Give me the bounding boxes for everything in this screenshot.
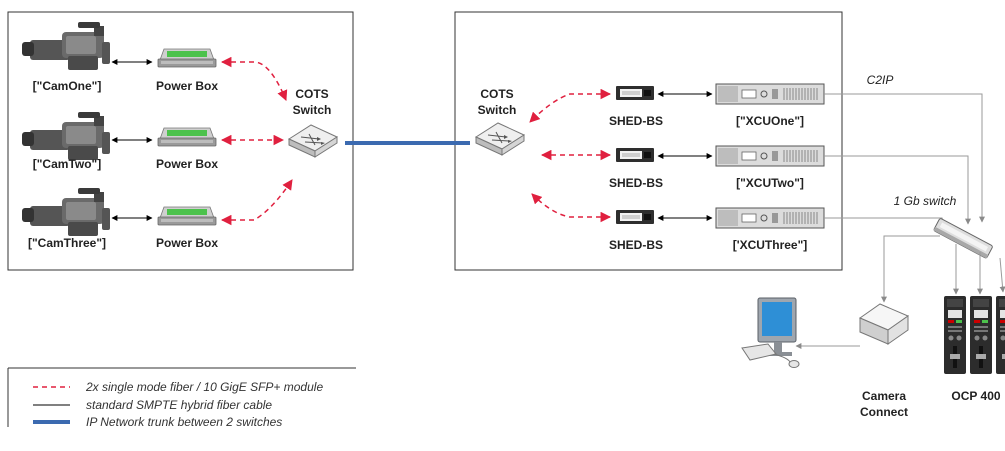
xcu-two-icon — [715, 145, 825, 167]
legend: 2x single mode fiber / 10 GigE SFP+ modu… — [7, 367, 356, 429]
power-box-three-icon — [157, 206, 217, 226]
ocp-panel-one-icon — [944, 296, 966, 374]
camera-connect-line — [881, 235, 940, 303]
xcu-three-icon — [715, 207, 825, 229]
cots-right-label-1: COTS — [480, 87, 513, 101]
gb-switch-icon — [933, 218, 993, 259]
camera-three-label: ["CamThree"] — [28, 236, 106, 250]
ocp-panel-three-icon — [996, 296, 1005, 374]
power-box-two-label: Power Box — [156, 157, 218, 171]
power-box-three-label: Power Box — [156, 236, 218, 250]
camera-connect-icon — [858, 303, 910, 345]
fiber-link-left-one — [220, 56, 288, 101]
shed-bs-two-icon — [616, 148, 654, 162]
cots-left-label-1: COTS — [295, 87, 328, 101]
shed-bs-one-icon — [616, 86, 654, 100]
cots-right-label-2: Switch — [478, 103, 517, 117]
fiber-link-right-three — [531, 193, 612, 223]
shed-bs-one-label: SHED-BS — [609, 114, 663, 128]
xcu-three-label: ['XCUThree"] — [733, 238, 808, 252]
camera-two-label: ["CamTwo"] — [33, 157, 101, 171]
camera-connect-label-1: Camera — [862, 389, 906, 403]
computer-icon — [741, 297, 800, 368]
xcu-one-icon — [715, 83, 825, 105]
camera-one-label: ["CamOne"] — [33, 79, 102, 93]
legend-text-smpte: standard SMPTE hybrid fiber cable — [86, 398, 272, 412]
power-box-two-icon — [157, 127, 217, 147]
power-box-one-label: Power Box — [156, 79, 218, 93]
fiber-link-right-one — [529, 88, 612, 123]
ocp-label: OCP 400 — [951, 389, 1000, 403]
power-box-one-icon — [157, 48, 217, 68]
xcu-two-label: ["XCUTwo"] — [736, 176, 804, 190]
xcu-one-label: ["XCUOne"] — [736, 114, 804, 128]
ocp-line-three — [999, 257, 1005, 293]
legend-text-trunk: IP Network trunk between 2 switches — [86, 415, 282, 429]
c2ip-line-one — [824, 93, 985, 223]
shed-bs-three-icon — [616, 210, 654, 224]
legend-text-fiber: 2x single mode fiber / 10 GigE SFP+ modu… — [85, 380, 323, 394]
shed-bs-two-label: SHED-BS — [609, 176, 663, 190]
cots-left-label-2: Switch — [293, 103, 332, 117]
ocp-panel-two-icon — [970, 296, 992, 374]
c2ip-line-two — [824, 155, 971, 225]
camera-connect-label-2: Connect — [860, 405, 908, 419]
shed-bs-three-label: SHED-BS — [609, 238, 663, 252]
c2ip-label: C2IP — [867, 73, 894, 87]
gb-switch-label: 1 Gb switch — [894, 194, 957, 208]
